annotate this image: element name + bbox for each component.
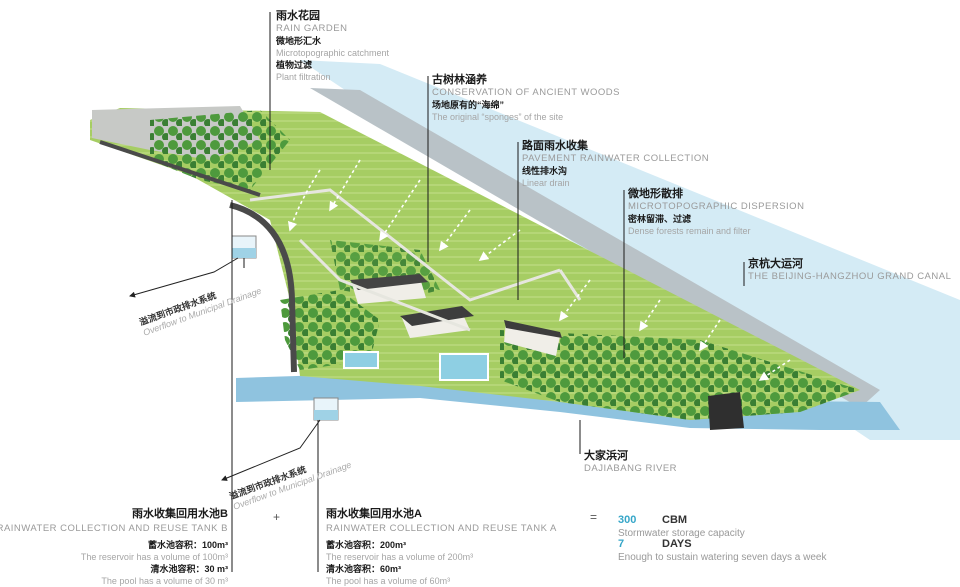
pavement-sub-en: Linear drain [522,178,570,188]
overflow-arrow-bottom [221,419,321,481]
rain-garden-sub2-en: Plant filtration [276,72,331,82]
site-paths [249,188,582,332]
days-value: 7 [618,538,625,550]
ancient-woods-en: CONSERVATION OF ANCIENT WOODS [432,87,620,98]
tank-b-en: RAINWATER COLLECTION AND REUSE TANK B [0,523,228,534]
tank-b-label: 雨水收集回用水池B RAINWATER COLLECTION AND REUSE… [0,508,228,587]
tank-a-res-cn: 蓄水池容积：200m³ [326,540,407,550]
dajiabang-river-label: 大家浜河 DAJIABANG RIVER [584,450,677,475]
canal-cn: 京杭大运河 [748,258,803,270]
micro-dispersion-label: 微地形散排 MICROTOPOGRAPHIC DISPERSION 密林留滞、过… [628,188,804,237]
micro-sub-cn: 密林留滞、过滤 [628,214,692,224]
tank-b-illustration [231,235,257,259]
river-en: DAJIABANG RIVER [584,463,678,474]
tank-b-pool-en: The pool has a volume of 30 m³ [101,576,228,586]
canal-en: THE BEIJING-HANGZHOU GRAND CANAL [748,271,952,282]
rain-garden-label: 雨水花园 RAIN GARDEN 微地形汇水 Microtopographic … [276,10,389,83]
equals-sign: = [590,510,598,524]
micro-sub-en: Dense forests remain and filter [628,226,751,236]
pavement-en: PAVEMENT RAINWATER COLLECTION [522,153,710,164]
capacity-value: 300 [618,514,637,526]
forest-cluster-west [280,290,380,370]
tank-b-cn: 雨水收集回用水池B [132,508,228,520]
rain-garden-en: RAIN GARDEN [276,23,348,34]
ancient-woods-sub-en: The original “sponges” of the site [432,112,564,122]
tank-a-res-en: The reservoir has a volume of 200m³ [326,552,474,562]
tank-a-pool-en: The pool has a volume of 60m³ [326,576,451,586]
tank-a-cn: 雨水收集回用水池A [326,508,422,520]
rain-garden-cn: 雨水花园 [276,10,320,22]
ancient-woods-label: 古树林涵养 CONSERVATION OF ANCIENT WOODS 场地原有… [432,74,620,123]
micro-en: MICROTOPOGRAPHIC DISPERSION [628,201,805,212]
retaining-wall [229,202,297,373]
buildings [343,274,744,430]
tank-a-pool-cn: 清水池容积：60m³ [326,564,402,574]
days-desc: Enough to sustain watering seven days a … [618,552,827,563]
tank-a-en: RAINWATER COLLECTION AND REUSE TANK A [326,523,557,534]
pavement-sub-cn: 线性排水沟 [522,166,568,176]
capacity-unit: CBM [662,514,688,526]
tank-b-res-cn: 蓄水池容积：100m³ [147,540,228,550]
capacity-desc: Stormwater storage capacity [618,528,745,539]
days-unit: DAYS [662,538,692,550]
ancient-woods-cn: 古树林涵养 [432,74,487,86]
leader-lines [231,12,745,572]
runoff-flow-arrows [287,159,791,381]
tank-a-label: 雨水收集回用水池A RAINWATER COLLECTION AND REUSE… [326,508,557,587]
plus-sign: + [273,510,281,524]
tank-b-res-en: The reservoir has a volume of 100m³ [80,552,228,562]
rain-garden-sub1-en: Microtopographic catchment [276,48,390,58]
forest-belt-south [500,330,860,420]
pavement-cn: 路面雨水收集 [522,140,588,152]
micro-cn: 微地形散排 [628,188,683,200]
rain-garden-sub1-cn: 微地形汇水 [276,36,322,46]
ancient-woods-sub-cn: 场地原有的“海绵” [432,100,505,110]
summary-capacity: 300 CBM Stormwater storage capacity [618,510,745,539]
grand-canal-label: 京杭大运河 THE BEIJING-HANGZHOU GRAND CANAL [748,258,951,283]
overflow-arrow-top [129,257,239,298]
summary-days: 7 DAYS Enough to sustain watering seven d… [618,534,826,563]
tank-a-illustration [313,397,339,421]
pavement-label: 路面雨水收集 PAVEMENT RAINWATER COLLECTION 线性排… [522,140,709,189]
rain-garden-sub2-cn: 植物过滤 [276,60,313,70]
river-cn: 大家浜河 [584,450,628,462]
tank-b-pool-cn: 清水池容积：30 m³ [150,564,228,574]
